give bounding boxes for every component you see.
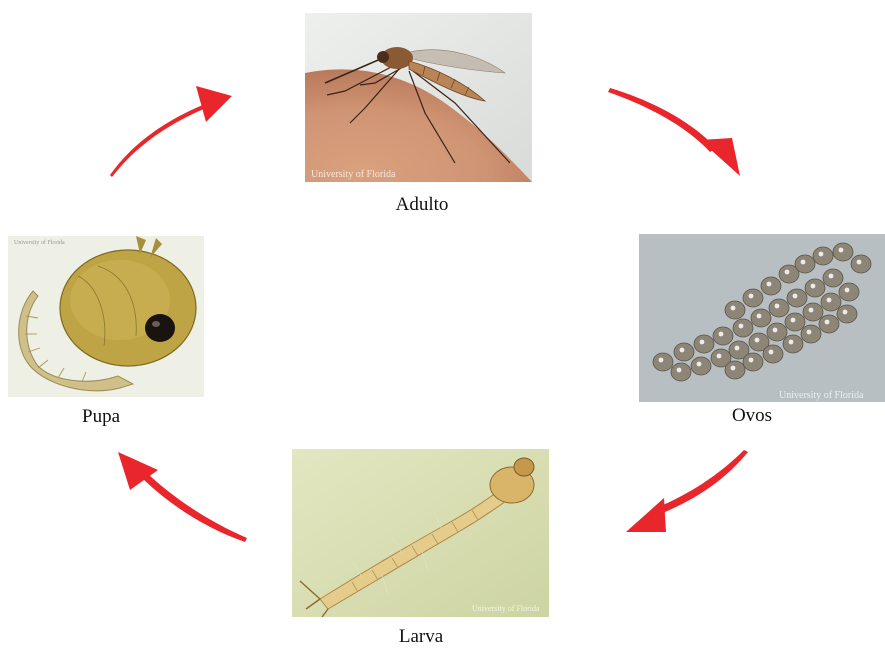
adult-mosquito-photo: University of Florida (305, 13, 532, 182)
arrow-pupa-to-adulto (110, 86, 232, 177)
adult-photo-watermark: University of Florida (311, 169, 396, 180)
larva-photo: University of Florida (292, 449, 549, 617)
arrow-adulto-to-ovos (608, 88, 740, 176)
pupa-photo: University of Florida (8, 236, 204, 397)
larva-photo-watermark: University of Florida (472, 604, 540, 613)
arrow-larva-to-pupa (118, 452, 247, 542)
stage-label-pupa: Pupa (51, 406, 151, 428)
eggs-photo-watermark: University of Florida (779, 390, 864, 401)
eggs-photo: University of Florida (639, 234, 885, 402)
stage-label-adulto: Adulto (372, 194, 472, 216)
pupa-photo-watermark: University of Florida (14, 239, 65, 246)
arrow-ovos-to-larva (626, 450, 748, 532)
stage-label-ovos: Ovos (702, 405, 802, 427)
